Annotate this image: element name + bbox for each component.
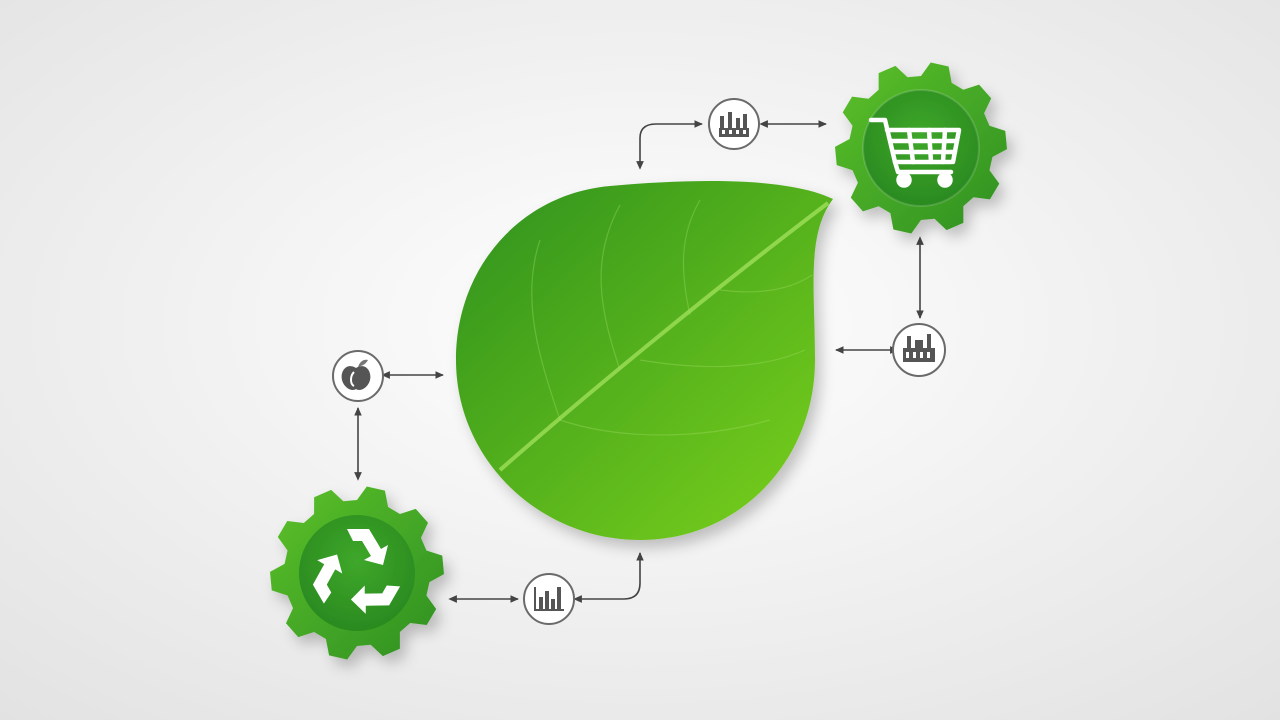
industrial-plant-icon xyxy=(903,334,935,362)
factory-icon xyxy=(719,112,749,137)
node-production xyxy=(708,98,760,150)
node-industry xyxy=(892,323,946,377)
connector-statistics-to-leaf xyxy=(573,552,644,603)
node-statistics xyxy=(523,573,575,625)
leaf-icon xyxy=(456,181,833,540)
connectors xyxy=(354,120,924,603)
recycle-icon xyxy=(312,529,401,614)
bar-chart-icon xyxy=(534,587,564,611)
recycle-hub xyxy=(270,486,444,660)
shopping-cart-icon xyxy=(868,117,962,188)
apple-icon xyxy=(341,359,371,390)
shopping-hub xyxy=(835,62,1007,234)
node-resources xyxy=(332,350,384,402)
connector-leaf-to-production xyxy=(636,120,703,170)
